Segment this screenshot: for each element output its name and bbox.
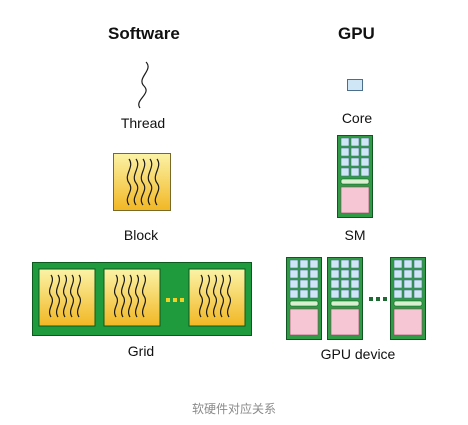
thread-icon: [138, 61, 149, 109]
gpu-device-diagram: [286, 257, 426, 340]
core-icon: [347, 79, 363, 91]
gpu-device-label: GPU device: [320, 346, 396, 362]
grid-block-2: [103, 268, 161, 327]
grid-ellipsis: [166, 298, 184, 302]
gpu-device-sm-2: [327, 257, 363, 340]
sm-label: SM: [344, 227, 366, 243]
block-icon: [113, 153, 171, 211]
sm-icon: [337, 135, 373, 218]
figure-caption: 软硬件对应关系: [191, 402, 276, 416]
grid-block-1: [38, 268, 96, 327]
block-label: Block: [123, 227, 159, 243]
gpu-device-sm-3: [390, 257, 426, 340]
software-heading: Software: [108, 24, 180, 43]
gpu-device-ellipsis: [369, 297, 387, 301]
gpu-device-sm-1: [286, 257, 322, 340]
thread-label: Thread: [120, 115, 166, 131]
grid-label: Grid: [127, 343, 155, 359]
grid-diagram: [32, 262, 252, 336]
gpu-heading: GPU: [338, 24, 375, 43]
core-label: Core: [341, 110, 373, 126]
grid-block-3: [188, 268, 246, 327]
